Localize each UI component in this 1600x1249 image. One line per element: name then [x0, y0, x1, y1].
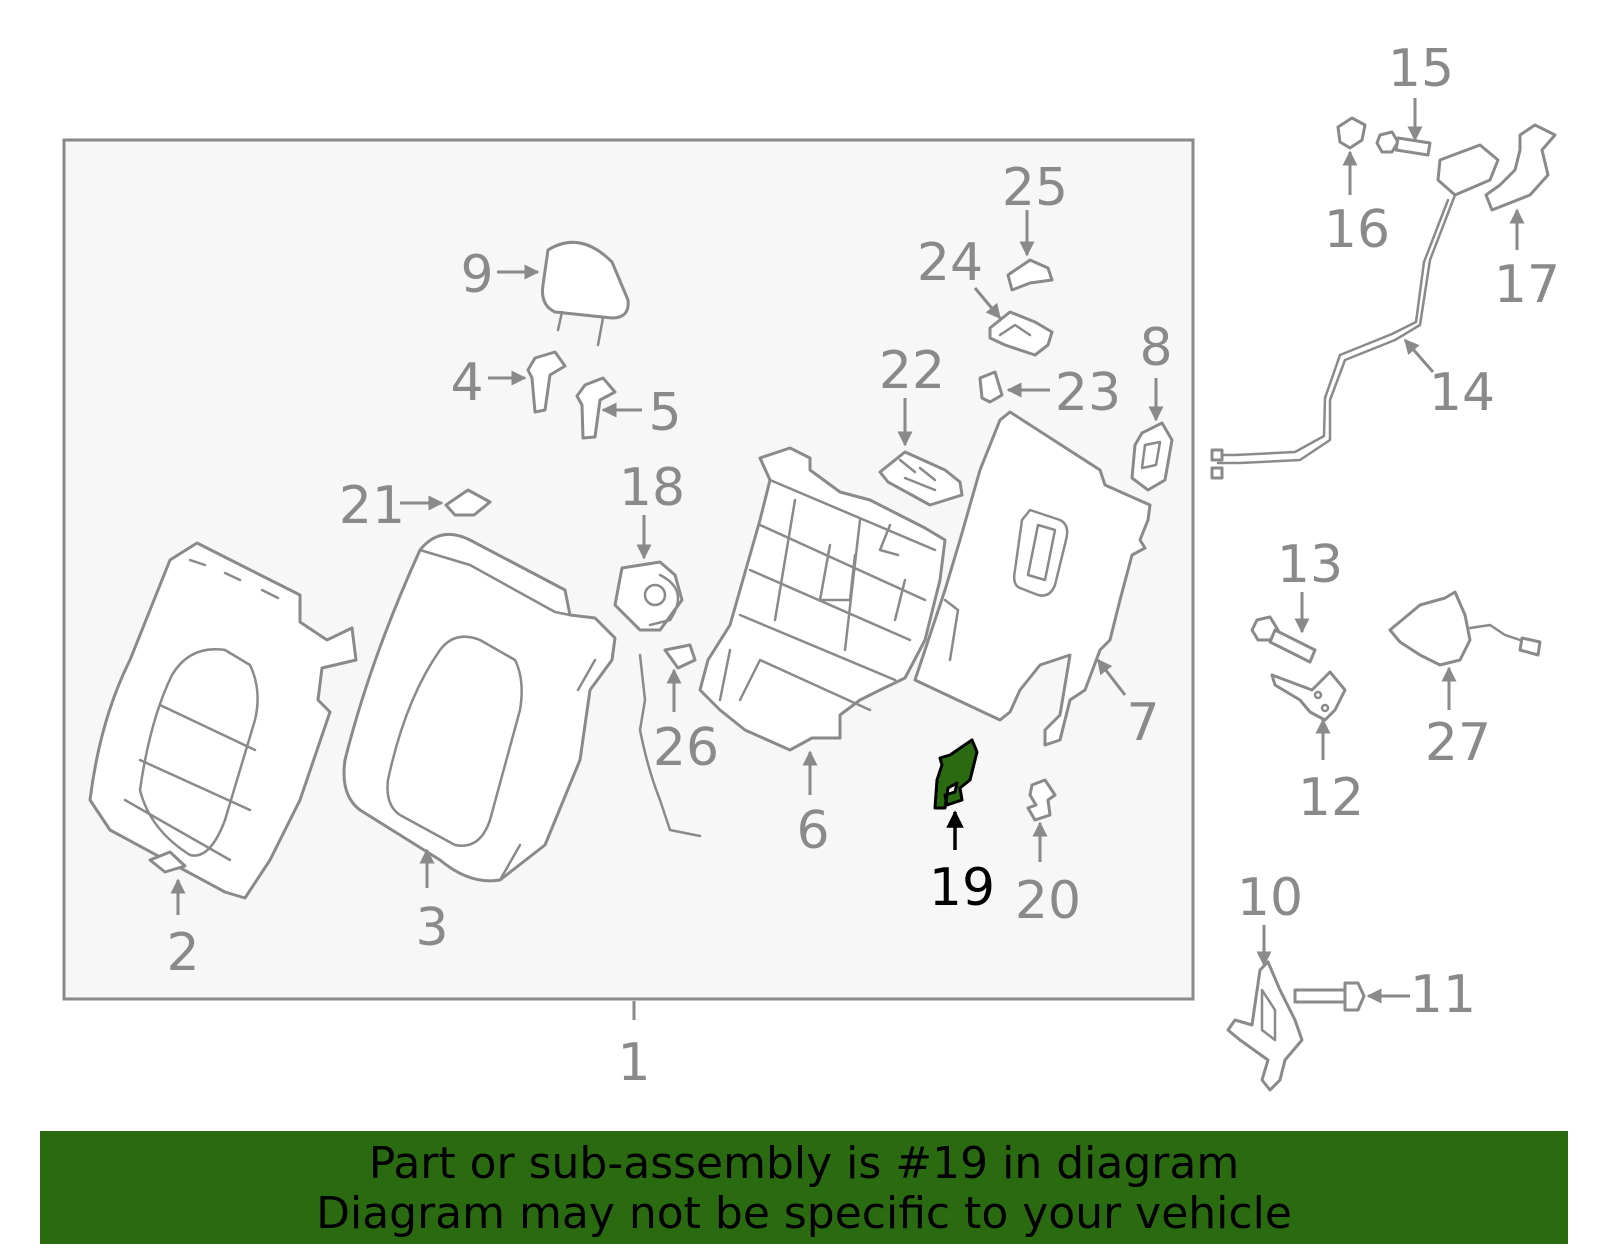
- callout-21: 21: [339, 476, 405, 536]
- callout-1: 1: [617, 1033, 650, 1093]
- callout-6: 6: [796, 801, 829, 861]
- callout-18: 18: [619, 458, 685, 518]
- callout-23: 23: [1055, 363, 1121, 423]
- part-2-seatback-cover[interactable]: [88, 541, 358, 900]
- callout-11: 11: [1410, 965, 1476, 1025]
- part-13-bolt[interactable]: [1250, 615, 1317, 664]
- part-21-clip[interactable]: [444, 488, 492, 517]
- callout-12: 12: [1298, 768, 1364, 828]
- part-6-seatback-frame[interactable]: [698, 446, 947, 752]
- part-16-clip[interactable]: [1336, 116, 1367, 150]
- part-25-clip[interactable]: [1006, 258, 1054, 292]
- part-14-wire-harness[interactable]: [1210, 143, 1500, 480]
- part-23-clip[interactable]: [978, 370, 1004, 404]
- callout-labels: 1 2 3 4 5 6 7 8 9 10 11 12 13 14 15 16 1…: [166, 39, 1560, 1093]
- callout-25: 25: [1002, 158, 1068, 218]
- callout-14: 14: [1429, 363, 1495, 423]
- callout-7: 7: [1126, 693, 1159, 753]
- callout-17: 17: [1494, 255, 1560, 315]
- part-11-bolt[interactable]: [1293, 981, 1366, 1012]
- callout-4: 4: [450, 353, 483, 413]
- callout-13: 13: [1277, 535, 1343, 595]
- banner-line-2: Diagram may not be specific to your vehi…: [316, 1188, 1292, 1239]
- part-5-guide[interactable]: [575, 376, 617, 440]
- callout-22: 22: [879, 341, 945, 401]
- callout-8: 8: [1139, 318, 1172, 378]
- part-27-latch[interactable]: [1388, 590, 1542, 667]
- part-15-bolt[interactable]: [1375, 130, 1432, 157]
- leader-lines: [170, 98, 1525, 1020]
- callout-26: 26: [653, 718, 719, 778]
- part-9-headrest[interactable]: [541, 240, 630, 347]
- callout-15: 15: [1388, 39, 1454, 99]
- callout-2: 2: [166, 923, 199, 983]
- callout-24: 24: [917, 233, 983, 293]
- callout-20: 20: [1015, 871, 1081, 931]
- part-18-latch[interactable]: [613, 560, 684, 632]
- callout-5: 5: [648, 383, 681, 443]
- callout-19: 19: [929, 858, 995, 918]
- part-26-cable[interactable]: [638, 643, 702, 838]
- info-banner: Part or sub-assembly is #19 in diagram D…: [40, 1131, 1568, 1244]
- part-22-bracket[interactable]: [878, 450, 964, 507]
- part-19-highlighted[interactable]: [933, 738, 979, 810]
- callout-10: 10: [1237, 868, 1303, 928]
- part-24-bracket[interactable]: [988, 310, 1054, 357]
- part-7-back-panel[interactable]: [913, 410, 1152, 747]
- callout-27: 27: [1425, 713, 1491, 773]
- part-10-bracket[interactable]: [1226, 960, 1304, 1092]
- part-3-seatback-pad[interactable]: [342, 532, 617, 883]
- part-17-bracket[interactable]: [1484, 123, 1557, 212]
- part-12-bracket[interactable]: [1270, 670, 1347, 722]
- callout-16: 16: [1324, 200, 1390, 260]
- part-8-switch[interactable]: [1130, 421, 1174, 492]
- banner-line-1: Part or sub-assembly is #19 in diagram: [368, 1138, 1240, 1189]
- callout-3: 3: [415, 898, 448, 958]
- part-20-clip[interactable]: [1026, 778, 1057, 822]
- part-4-guide[interactable]: [526, 350, 567, 414]
- callout-9: 9: [460, 245, 493, 305]
